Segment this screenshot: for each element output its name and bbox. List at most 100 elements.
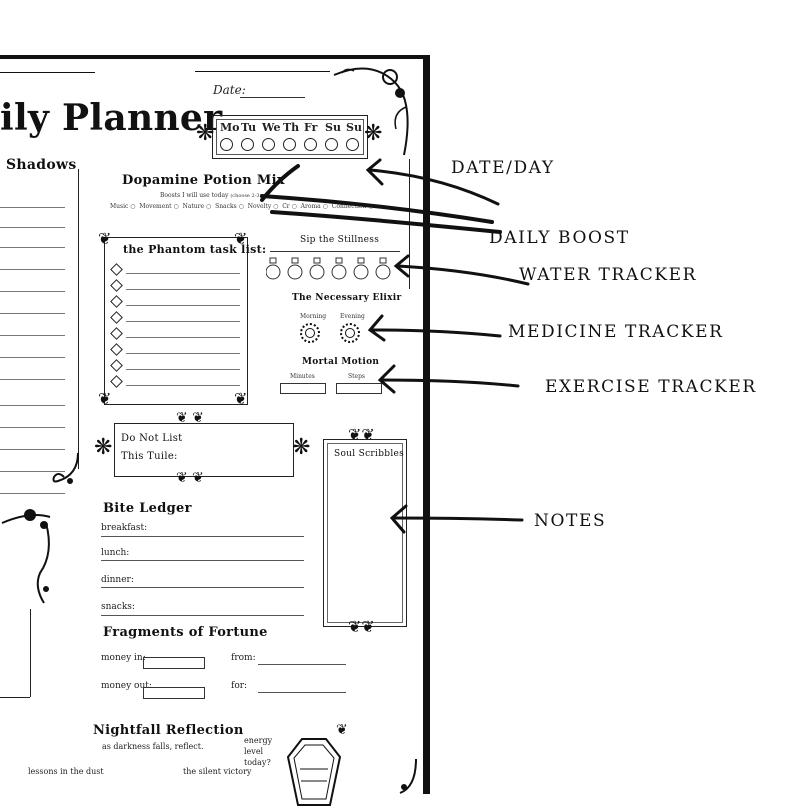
water-bottle-icon[interactable] bbox=[331, 257, 347, 280]
meal-line-lunch[interactable] bbox=[101, 560, 304, 561]
exercise-title: Mortal Motion bbox=[302, 357, 380, 367]
left-lower-flourish bbox=[0, 503, 60, 617]
exercise-steps-field[interactable] bbox=[336, 383, 382, 394]
task-row[interactable] bbox=[110, 311, 242, 325]
do-not-flourish-left: ❋ bbox=[94, 435, 113, 460]
dopamine-subtitle-hint: (choose 2-3) bbox=[230, 193, 262, 199]
task-row[interactable] bbox=[110, 279, 242, 293]
task-checkbox[interactable] bbox=[110, 295, 123, 308]
task-row[interactable] bbox=[110, 343, 242, 357]
dopamine-option[interactable]: Aroma ○ bbox=[300, 203, 328, 210]
weekday-circle[interactable] bbox=[325, 138, 338, 151]
do-not-flourish-top: ❦ ❦ bbox=[176, 410, 204, 426]
nightfall-subtitle: as darkness falls, reflect. bbox=[102, 742, 204, 751]
task-row[interactable] bbox=[110, 375, 242, 389]
date-line[interactable] bbox=[240, 97, 305, 98]
nightfall-victory-label: the silent victory bbox=[183, 767, 252, 776]
weekday-circle[interactable] bbox=[241, 138, 254, 151]
money-in-label: money in: bbox=[101, 653, 146, 663]
weekday-mo: Mo bbox=[220, 121, 240, 134]
task-checkbox[interactable] bbox=[110, 375, 123, 388]
dopamine-option[interactable]: Connection ○ bbox=[331, 203, 374, 210]
date-line-top bbox=[195, 71, 330, 72]
weekday-su: Su bbox=[346, 121, 362, 134]
right-margin-rule bbox=[409, 159, 410, 289]
task-checkbox[interactable] bbox=[110, 263, 123, 276]
money-out-label: money out: bbox=[101, 681, 152, 691]
notes-title: Soul Scribbles bbox=[334, 449, 405, 459]
nightfall-title: Nightfall Reflection bbox=[93, 723, 244, 738]
dopamine-title: Dopamine Potion Mix bbox=[122, 173, 285, 188]
task-row[interactable] bbox=[110, 263, 242, 277]
weekday-row: Mo Tu We Th Fr Su Su bbox=[220, 121, 362, 153]
weekday-circle[interactable] bbox=[262, 138, 275, 151]
do-not-list-frame bbox=[114, 423, 294, 477]
corner-flourish-top-right bbox=[332, 63, 414, 163]
money-for-line[interactable] bbox=[258, 692, 346, 693]
left-lower-box-bottom bbox=[0, 697, 30, 698]
task-checkbox[interactable] bbox=[110, 327, 123, 340]
callout-exercise-tracker: EXERCISE TRACKER bbox=[545, 377, 757, 397]
task-row[interactable] bbox=[110, 327, 242, 341]
dopamine-option[interactable]: Cr ○ bbox=[282, 203, 297, 210]
water-title-rule bbox=[270, 251, 400, 252]
dopamine-options: Music ○ Movement ○ Nature ○ Snacks ○ Nov… bbox=[110, 203, 420, 210]
weekday-circle[interactable] bbox=[304, 138, 317, 151]
left-box-right-edge bbox=[78, 169, 79, 469]
notes-flourish-bottom: ❦❦ bbox=[348, 617, 375, 636]
medicine-evening-label: Evening bbox=[340, 313, 365, 320]
nightfall-flourish: ❦ bbox=[336, 722, 348, 738]
medicine-evening-seal[interactable] bbox=[340, 323, 360, 343]
callout-water-tracker: WATER TRACKER bbox=[519, 265, 698, 285]
weekday-we: We bbox=[262, 121, 281, 134]
task-frame-corner-br: ❦ bbox=[234, 389, 248, 408]
meal-line-breakfast[interactable] bbox=[101, 536, 304, 537]
task-checkbox[interactable] bbox=[110, 311, 123, 324]
dopamine-subtitle-text: Boosts I will use today bbox=[160, 192, 229, 199]
water-bottles bbox=[265, 257, 406, 281]
task-list-items bbox=[110, 263, 242, 393]
money-in-field[interactable] bbox=[143, 657, 205, 669]
weekday-circle[interactable] bbox=[220, 138, 233, 151]
water-bottle-icon[interactable] bbox=[309, 257, 325, 280]
task-checkbox[interactable] bbox=[110, 343, 123, 356]
meal-line-dinner[interactable] bbox=[101, 587, 304, 588]
weekday-circle[interactable] bbox=[346, 138, 359, 151]
medicine-morning-seal[interactable] bbox=[300, 323, 320, 343]
weekday-circle[interactable] bbox=[283, 138, 296, 151]
bite-ledger-title: Bite Ledger bbox=[103, 501, 192, 516]
medicine-title: The Necessary Elixir bbox=[292, 293, 402, 303]
task-row[interactable] bbox=[110, 295, 242, 309]
exercise-steps-label: Steps bbox=[348, 373, 365, 380]
task-row[interactable] bbox=[110, 359, 242, 373]
water-bottle-icon[interactable] bbox=[265, 257, 281, 280]
dopamine-option[interactable]: Movement ○ bbox=[139, 203, 179, 210]
task-frame-corner-bl: ❦ bbox=[98, 389, 112, 408]
planner-page: ily Planner Shadows Date: bbox=[0, 59, 423, 806]
weekday-tu: Tu bbox=[241, 121, 257, 134]
task-list-title: the Phantom task list: bbox=[123, 243, 267, 256]
medicine-morning-label: Morning bbox=[300, 313, 327, 320]
weekday-box bbox=[212, 115, 368, 159]
do-not-flourish-bottom: ❦ ❦ bbox=[176, 470, 204, 486]
energy-coffin-icon[interactable] bbox=[286, 737, 342, 807]
dopamine-option[interactable]: Music ○ bbox=[110, 203, 136, 210]
water-bottle-icon[interactable] bbox=[353, 257, 369, 280]
dopamine-option[interactable]: Novelty ○ bbox=[247, 203, 279, 210]
exercise-minutes-field[interactable] bbox=[280, 383, 326, 394]
water-bottle-icon[interactable] bbox=[287, 257, 303, 280]
dopamine-option[interactable]: Snacks ○ bbox=[215, 203, 244, 210]
date-label: Date: bbox=[213, 83, 246, 97]
dopamine-option[interactable]: Nature ○ bbox=[182, 203, 212, 210]
left-box-corner-flourish bbox=[50, 451, 82, 491]
task-checkbox[interactable] bbox=[110, 359, 123, 372]
money-out-field[interactable] bbox=[143, 687, 205, 699]
task-checkbox[interactable] bbox=[110, 279, 123, 292]
exercise-minutes-label: Minutes bbox=[290, 373, 315, 380]
do-not-list-label: Do Not List bbox=[121, 433, 183, 444]
money-from-line[interactable] bbox=[258, 664, 346, 665]
water-bottle-icon[interactable] bbox=[375, 257, 391, 280]
weekday-fr: Fr bbox=[304, 121, 318, 134]
meal-line-snacks[interactable] bbox=[101, 615, 304, 616]
task-frame-corner-tl: ❦ bbox=[98, 229, 112, 248]
